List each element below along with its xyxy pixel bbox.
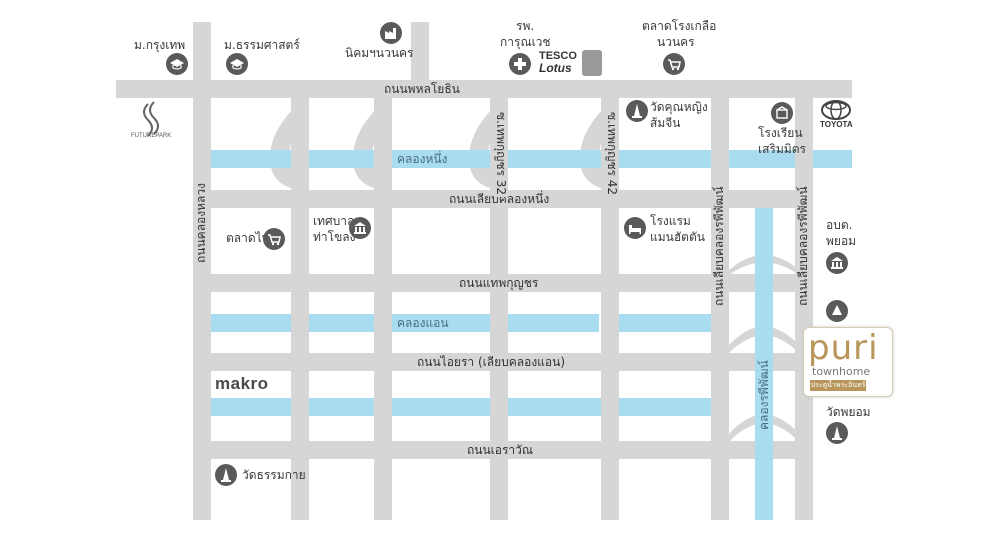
place-label-wat-thammakai: วัดธรรมกาย bbox=[242, 468, 306, 482]
futurepark-label: FUTUREPARK bbox=[131, 133, 172, 139]
place-label-hospital-line2: การุณเวช bbox=[500, 35, 551, 49]
hospital-cross-icon bbox=[509, 53, 531, 75]
place-label-hospital-line1: รพ. bbox=[516, 19, 535, 33]
graduation-cap-icon bbox=[166, 53, 188, 75]
place-label-obt-line2: พยอม bbox=[826, 234, 857, 248]
temple-icon bbox=[826, 422, 848, 444]
puri-townhome-logo: puri townhome ประตูน้ำพระอินทร์ bbox=[803, 327, 893, 397]
place-label-thammasat: ม.ธรรมศาสตร์ bbox=[224, 38, 300, 52]
road-label-phahonyothin: ถนนพหลโยธิน bbox=[382, 82, 462, 96]
toyota-label: TOYOTA bbox=[820, 120, 853, 129]
bridge-arc bbox=[729, 414, 799, 442]
road-label-liap-ripat-2: ถนนเลียบคลองรพีพัฒน์ bbox=[796, 184, 810, 308]
canal-bottom bbox=[211, 398, 711, 416]
place-label-salt-market-line1: ตลาดโรงเกลือ bbox=[642, 19, 717, 33]
place-label-navanakorn: นิคมฯนวนคร bbox=[345, 46, 414, 60]
lotus-text: Lotus bbox=[539, 61, 572, 75]
place-label-hotel-line2: แมนฮัตตัน bbox=[650, 230, 705, 244]
government-building-icon bbox=[349, 217, 371, 239]
location-pin-icon bbox=[826, 300, 848, 322]
shopping-cart-icon bbox=[663, 53, 685, 75]
road-khlong-luang bbox=[193, 22, 211, 520]
place-label-talad-thai: ตลาดไท bbox=[226, 231, 270, 245]
place-label-salt-market-line2: นวนคร bbox=[657, 35, 695, 49]
canal-khlong-aen-2 bbox=[619, 314, 711, 332]
canal-label-khlong-aen: คลองแอน bbox=[397, 316, 449, 330]
place-label-obt-line1: อบต. bbox=[826, 218, 853, 232]
temple-icon bbox=[215, 464, 237, 486]
futurepark-logo-icon bbox=[143, 101, 159, 137]
road-label-khlong-luang: ถนนคลองหลวง bbox=[194, 181, 208, 265]
bridge-arc bbox=[729, 326, 799, 353]
place-label-school-line1: โรงเรียน bbox=[758, 126, 803, 140]
canal-label-khlong-nueng: คลองหนึ่ง bbox=[397, 152, 448, 166]
tesco-text: TESCO bbox=[539, 50, 577, 62]
school-icon bbox=[771, 102, 793, 124]
place-label-municipality-line1: เทศบาล bbox=[313, 214, 355, 228]
graduation-cap-icon bbox=[226, 53, 248, 75]
toyota-logo-icon bbox=[821, 100, 851, 120]
shopping-cart-icon bbox=[263, 228, 285, 250]
hotel-bed-icon bbox=[624, 217, 646, 239]
makro-logo: makro bbox=[215, 374, 269, 393]
road-label-soi-32: ซ.เทพกุญชร 32 bbox=[494, 110, 508, 198]
place-label-wat-khun-line1: วัดคุณหญิง bbox=[650, 100, 708, 114]
puri-subtitle: ประตูน้ำพระอินทร์ bbox=[810, 380, 866, 391]
temple-icon bbox=[626, 100, 648, 122]
road-label-soi-42: ซ.เทพกุญชร 42 bbox=[605, 110, 619, 198]
canal-label-khlong-ripat: คลองรพีพัฒน์ bbox=[757, 360, 771, 430]
government-building-icon bbox=[826, 252, 848, 274]
place-label-hotel-line1: โรงแรม bbox=[650, 214, 691, 228]
factory-icon bbox=[380, 22, 402, 44]
place-label-municipality-line2: ท่าโขลง bbox=[313, 230, 356, 244]
road-label-liap-khlong-nueng: ถนนเลียบคลองหนึ่ง bbox=[447, 192, 552, 206]
road-label-erawan: ถนนเอราวัณ bbox=[465, 443, 536, 457]
road-label-aiyara: ถนนไอยรา (เลียบคลองแอน) bbox=[415, 355, 568, 369]
road-phahonyothin bbox=[116, 80, 852, 98]
canal-khlong-nueng bbox=[211, 150, 852, 168]
canal-khlong-ripat bbox=[755, 208, 773, 520]
place-label-school-line2: เสริมมิตร bbox=[758, 142, 806, 156]
bridge-arc bbox=[729, 255, 799, 275]
place-label-wat-khun-line2: ส้มจีน bbox=[650, 116, 681, 130]
tesco-lotus-logo: TESCO Lotus bbox=[539, 50, 577, 74]
place-label-wat-phayom: วัดพยอม bbox=[826, 405, 871, 419]
townhome-text: townhome bbox=[812, 365, 871, 378]
hypermarket-logo-icon bbox=[582, 50, 602, 76]
place-label-bangkok-univ: ม.กรุงเทพ bbox=[134, 38, 186, 52]
puri-text: puri bbox=[808, 328, 879, 368]
road-label-liap-ripat-1: ถนนเลียบคลองรพีพัฒน์ bbox=[712, 184, 726, 308]
road-label-thep-kunchon: ถนนแทพกุญชร bbox=[457, 276, 541, 290]
road-navanakorn-stub bbox=[411, 22, 429, 80]
